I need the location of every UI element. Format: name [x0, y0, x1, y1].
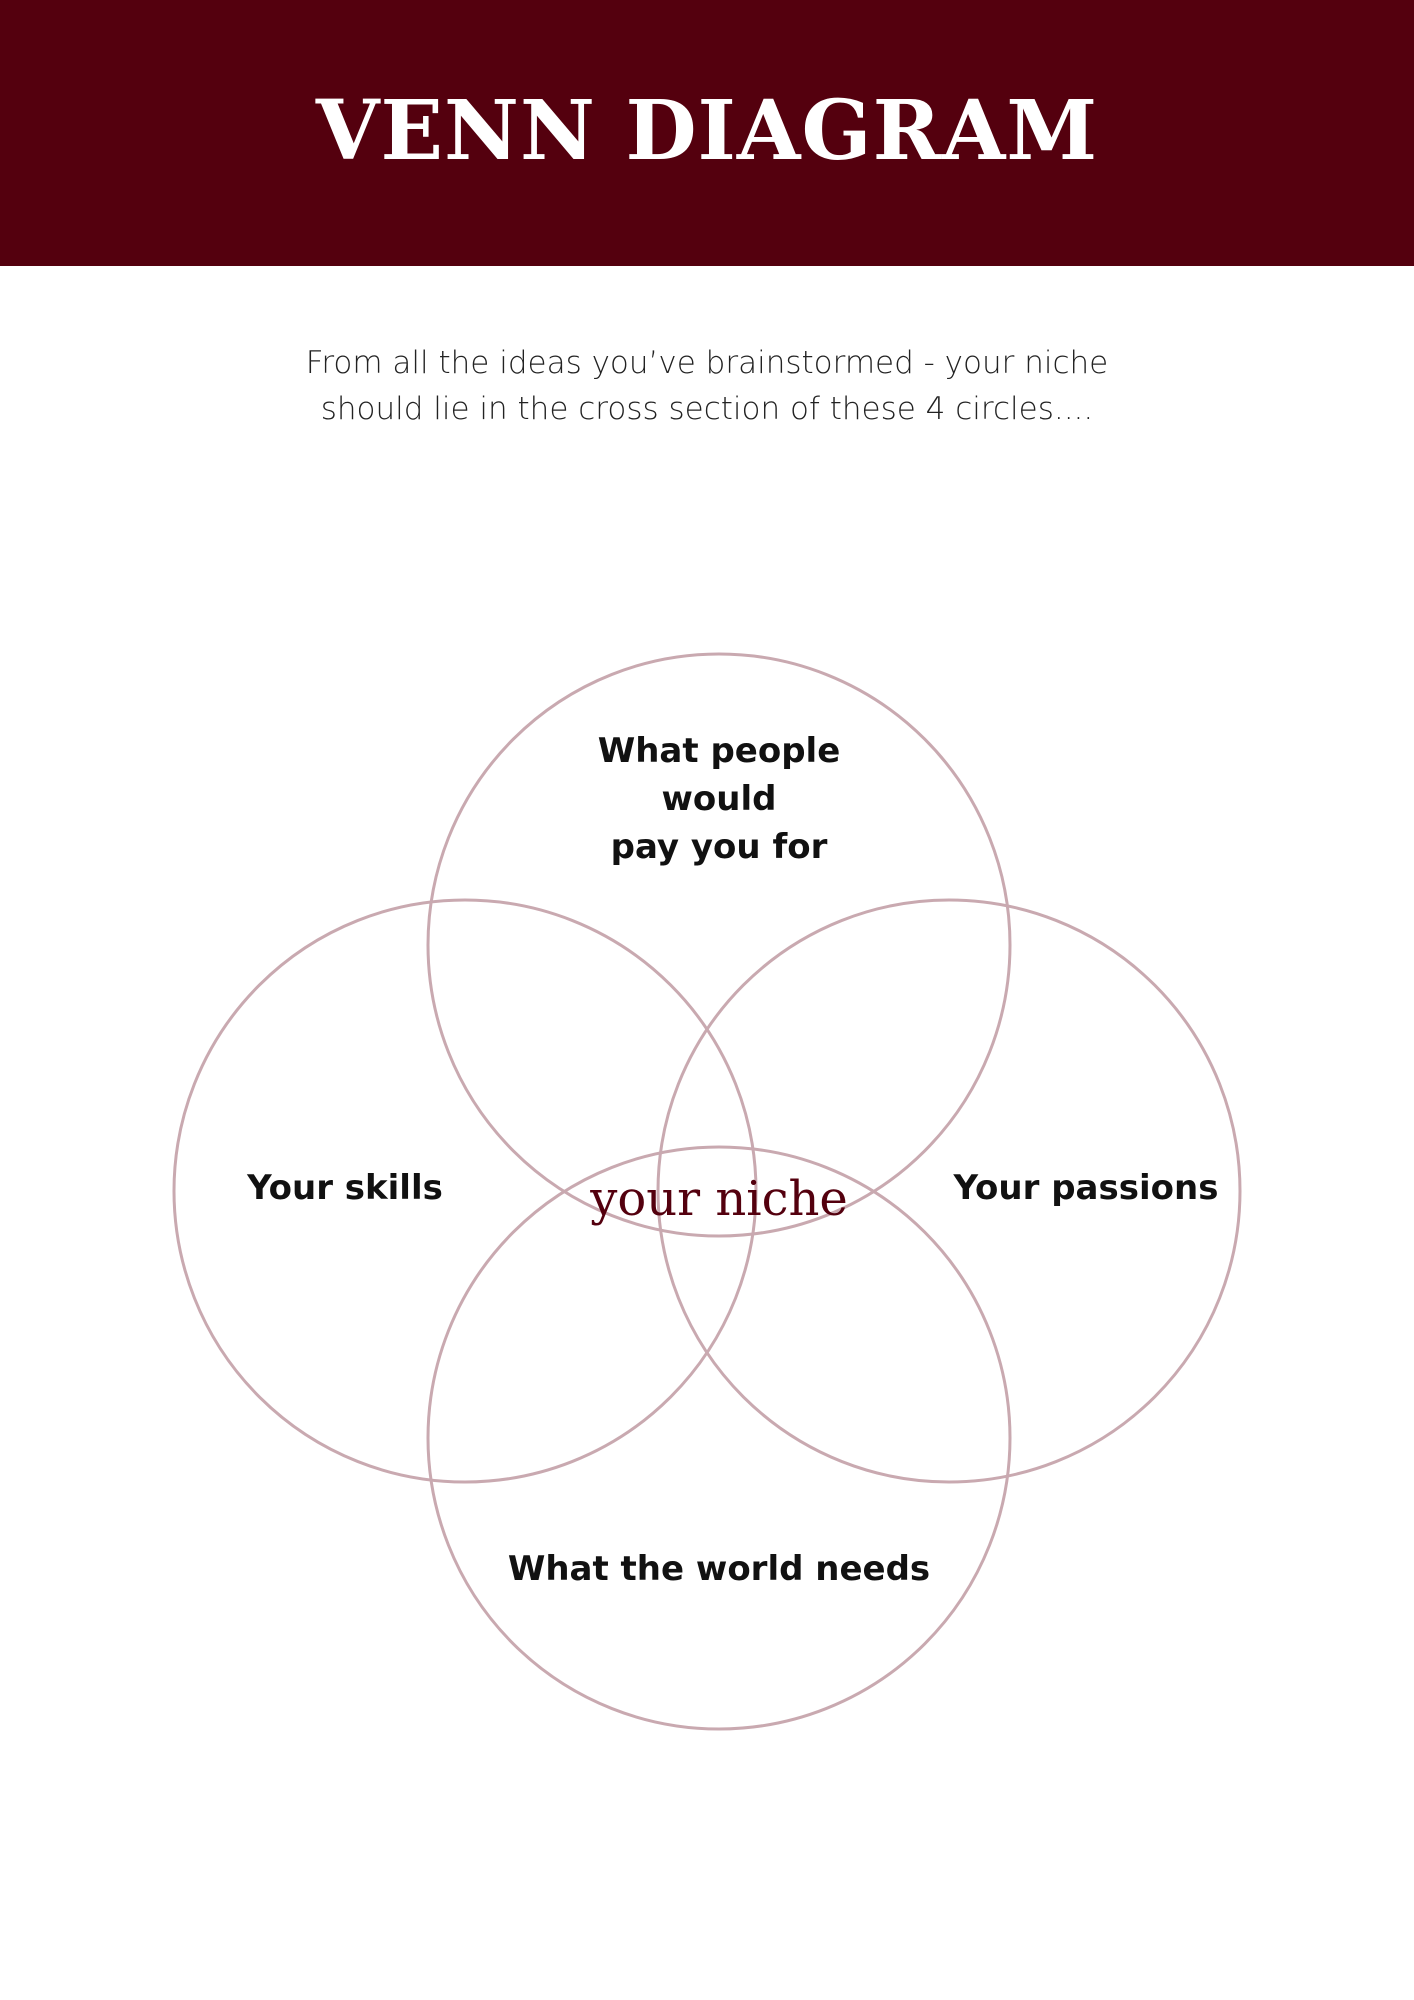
label-left-circle: Your skills	[247, 1168, 443, 1208]
intro-text: From all the ideas you’ve brainstormed -…	[0, 340, 1414, 432]
center-label-niche: your niche	[590, 1171, 848, 1227]
label-top-line-3: pay you for	[610, 827, 828, 867]
label-bottom-circle: What the world needs	[507, 1549, 931, 1589]
label-top-line-1: What people	[597, 731, 841, 771]
label-right-circle: Your passions	[953, 1168, 1219, 1208]
intro-line-2: should lie in the cross section of these…	[320, 391, 1094, 427]
intro-line-1: From all the ideas you’ve brainstormed -…	[305, 345, 1109, 381]
page-title: VENN DIAGRAM	[315, 83, 1099, 179]
circle-right	[656, 898, 1242, 1484]
circle-left	[172, 898, 758, 1484]
circle-bottom	[426, 1145, 1012, 1731]
label-top-circle: What people would pay you for	[598, 727, 841, 871]
header-banner: VENN DIAGRAM	[0, 0, 1414, 266]
circle-top	[426, 652, 1012, 1238]
label-top-line-2: would	[661, 779, 777, 819]
